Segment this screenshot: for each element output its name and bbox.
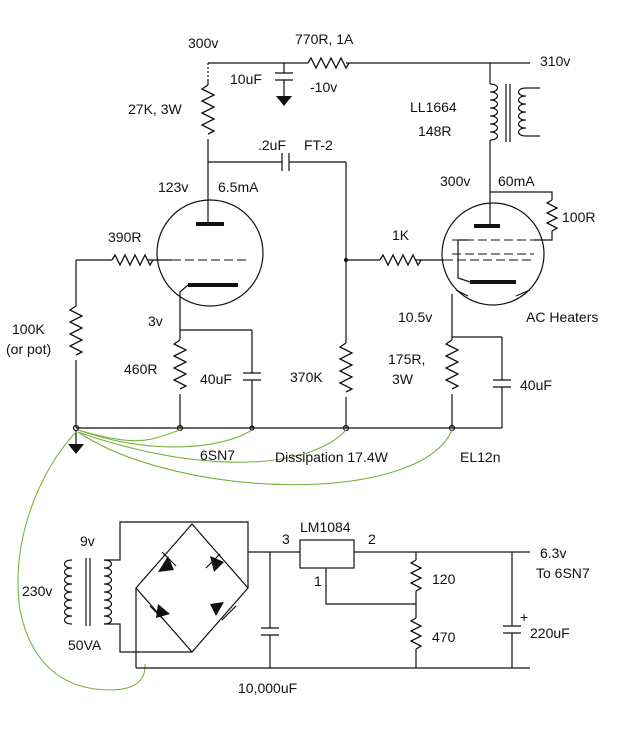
label-310v: 310v xyxy=(540,53,570,69)
resistor-770r xyxy=(307,56,350,70)
label-100r: 100R xyxy=(562,209,595,225)
label-pin3: 3 xyxy=(282,531,290,547)
capacitor-40uf-cathode xyxy=(243,372,261,381)
label-148r: 148R xyxy=(418,123,451,139)
capacitor-10uf xyxy=(275,63,293,96)
pentode-el12n xyxy=(441,202,545,306)
capacitor-10000uf xyxy=(261,627,279,636)
resistor-120 xyxy=(409,559,423,592)
label-460r: 460R xyxy=(124,361,157,377)
mains-transformer xyxy=(63,521,249,653)
label-or-pot: (or pot) xyxy=(6,341,51,357)
capacitor-02uf xyxy=(281,153,290,171)
resistor-27k xyxy=(200,84,216,135)
output-transformer-ll1664 xyxy=(489,63,540,204)
star-ground-traces xyxy=(17,429,453,691)
label-ll1664: LL1664 xyxy=(410,99,457,115)
resistor-100r xyxy=(545,199,559,232)
label-6sn7: 6SN7 xyxy=(200,447,235,463)
label-pin2: 2 xyxy=(368,531,376,547)
label-123v: 123v xyxy=(158,179,188,195)
label-dissipation: Dissipation 17.4W xyxy=(275,449,389,465)
label-230v: 230v xyxy=(22,583,52,599)
label-plus: + xyxy=(520,609,528,625)
label-6-5ma: 6.5mA xyxy=(218,179,259,195)
resistor-370k xyxy=(338,342,354,393)
label-10uf: 10uF xyxy=(230,71,262,87)
label-to-6sn7: To 6SN7 xyxy=(536,565,590,581)
label-ac-heaters: AC Heaters xyxy=(526,309,598,325)
label-300v-plate: 300v xyxy=(440,173,470,189)
label-6-3v: 6.3v xyxy=(540,545,566,561)
resistor-1k xyxy=(379,253,422,267)
label-10000uf: 10,000uF xyxy=(238,680,297,696)
label-390r: 390R xyxy=(108,229,141,245)
label-60ma: 60mA xyxy=(498,173,535,189)
label-220uf: 220uF xyxy=(530,625,570,641)
resistor-390r xyxy=(111,253,154,267)
label-3v: 3v xyxy=(148,313,163,329)
label-1k: 1K xyxy=(392,227,410,243)
resistor-100k xyxy=(68,305,84,356)
label-27k: 27K, 3W xyxy=(128,101,182,117)
label-50va: 50VA xyxy=(68,637,102,653)
ground-icon xyxy=(68,444,84,454)
resistor-470 xyxy=(409,617,423,650)
label-9v: 9v xyxy=(80,533,95,549)
label-02uf: .2uF xyxy=(258,137,286,153)
label-120: 120 xyxy=(432,571,456,587)
bridge-rectifier xyxy=(135,523,249,668)
label-3w: 3W xyxy=(392,371,414,387)
label-10-5v: 10.5v xyxy=(398,309,432,325)
resistor-460r xyxy=(172,339,188,390)
label-el12n: EL12n xyxy=(460,449,500,465)
label-ft2: FT-2 xyxy=(304,137,333,153)
label-40uf-b: 40uF xyxy=(520,377,552,393)
triode-6sn7 xyxy=(156,199,264,330)
label-100k: 100K xyxy=(12,321,45,337)
regulator-lm1084 xyxy=(299,539,355,569)
label-175r: 175R, xyxy=(388,351,425,367)
label-pin1: 1 xyxy=(314,573,322,589)
resistor-175r xyxy=(444,339,460,390)
label-minus10v: -10v xyxy=(310,79,337,95)
hv-rail xyxy=(207,62,530,80)
label-370k: 370K xyxy=(290,369,323,385)
label-470: 470 xyxy=(432,629,456,645)
ground-icon xyxy=(276,96,292,106)
capacitor-220uf xyxy=(503,625,521,634)
label-40uf-a: 40uF xyxy=(200,371,232,387)
label-770r: 770R, 1A xyxy=(295,31,354,47)
label-300v-top: 300v xyxy=(188,35,218,51)
capacitor-40uf-el12n xyxy=(493,379,511,388)
label-lm1084: LM1084 xyxy=(300,519,351,535)
